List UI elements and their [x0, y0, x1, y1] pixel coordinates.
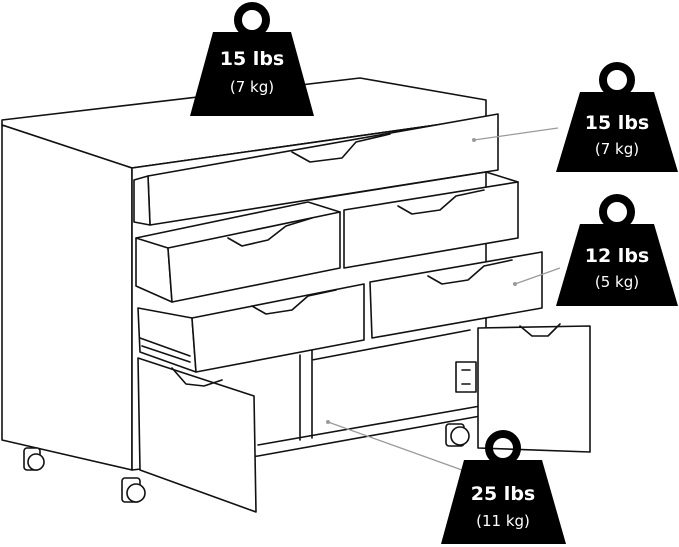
right-door-handle [519, 323, 561, 337]
drawer-low-right [369, 251, 543, 339]
drawer-mid-right-handle [397, 189, 485, 215]
inner-shelf [257, 404, 487, 446]
weight-large-drawer-sub: (5 kg) [595, 273, 639, 291]
top-drawer-side [133, 175, 151, 226]
weight-large-drawer-main: 12 lbs [585, 245, 649, 267]
caster-back-left [23, 447, 45, 471]
leader-cabinet [327, 421, 463, 471]
caster-front-right [445, 423, 470, 447]
drawer-mid-left-top [135, 201, 341, 239]
inner-divider [299, 329, 471, 441]
leader-large-drawer [514, 267, 561, 285]
weight-icon-small-drawer: 15 lbs (7 kg) [556, 62, 678, 172]
left-door-handle [171, 367, 223, 387]
drawer-low-left [191, 283, 365, 373]
weight-icon-cabinet: 25 lbs (11 kg) [441, 430, 566, 544]
weight-top-sub: (7 kg) [230, 78, 274, 96]
left-door [137, 357, 257, 513]
weight-small-drawer-sub: (7 kg) [595, 140, 639, 158]
caster-front-left [121, 477, 146, 503]
weight-top-main: 15 lbs [220, 48, 284, 70]
top-drawer-handle [291, 133, 391, 163]
right-door [477, 325, 591, 453]
door-hinge [455, 361, 477, 393]
drawer-mid-right-top [309, 171, 519, 201]
weight-cabinet-main: 25 lbs [471, 483, 535, 505]
weight-cabinet-sub: (11 kg) [476, 512, 530, 530]
drawer-mid-left [167, 211, 341, 303]
weight-icon-top: 15 lbs (7 kg) [190, 2, 314, 116]
drawer-low-left-handle [251, 289, 337, 315]
weight-icon-large-drawer: 12 lbs (5 kg) [556, 194, 678, 306]
weight-small-drawer-main: 15 lbs [585, 112, 649, 134]
drawer-runner [139, 337, 191, 363]
cabinet-left-side [1, 124, 133, 471]
leader-lines [326, 127, 561, 471]
drawer-low-right-handle [427, 259, 513, 285]
leader-small-drawer [473, 127, 559, 141]
drawer-mid-right [343, 181, 519, 269]
cabinet-illustration [1, 77, 591, 513]
drawer-mid-left-handle [227, 217, 313, 247]
